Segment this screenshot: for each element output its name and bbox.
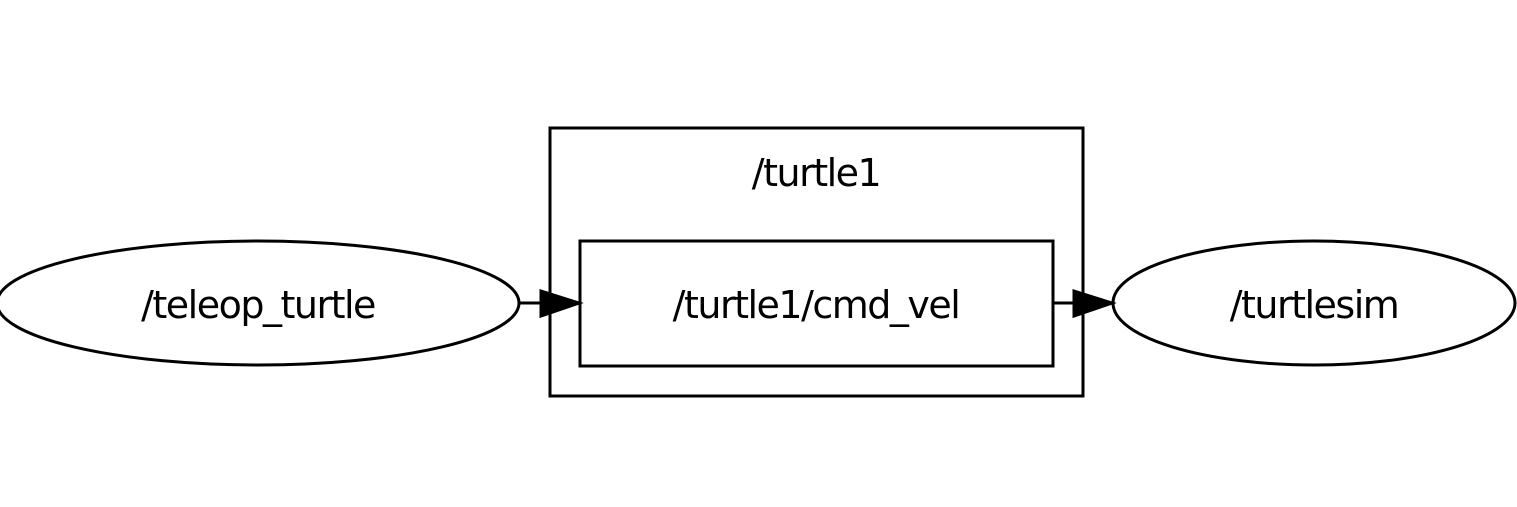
edge-teleop-to-cmd-vel[interactable]	[519, 288, 584, 319]
cluster-turtle1[interactable]: /turtle1	[548, 126, 1085, 398]
edge-cmd-vel-to-turtlesim-arrowhead	[1072, 288, 1117, 319]
topic-node-cmd-vel[interactable]: /turtle1/cmd_vel	[578, 239, 1055, 368]
topic-node-cmd-vel-label: /turtle1/cmd_vel	[673, 283, 960, 327]
node-teleop-turtle[interactable]: /teleop_turtle	[0, 239, 521, 367]
node-turtlesim[interactable]: /turtlesim	[1111, 239, 1517, 367]
cluster-turtle1-border	[548, 126, 1085, 398]
node-teleop-turtle-label: /teleop_turtle	[141, 283, 375, 327]
edge-teleop-to-cmd-vel-arrowhead	[539, 288, 584, 319]
cluster-turtle1-label: /turtle1	[752, 151, 880, 195]
edge-cmd-vel-to-turtlesim[interactable]	[1053, 288, 1117, 319]
node-turtlesim-label: /turtlesim	[1230, 283, 1399, 327]
